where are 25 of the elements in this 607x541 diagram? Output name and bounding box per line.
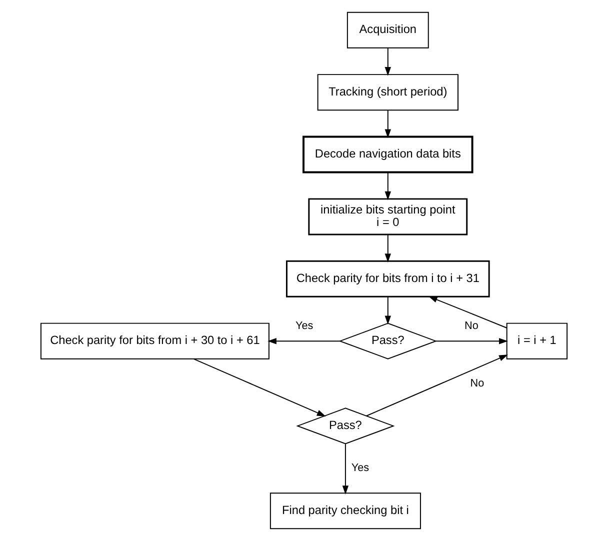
node-diamond: Pass?	[338, 322, 437, 360]
edge-label: No	[470, 377, 484, 390]
node-box: i = i + 1	[506, 322, 568, 360]
node-box: Find parity checking bit i	[269, 492, 420, 530]
node-diamond: Pass?	[296, 408, 394, 444]
node-box: Decode navigation data bits	[302, 136, 473, 174]
node-box: initialize bits starting point i = 0	[308, 198, 468, 236]
arrow	[384, 110, 391, 138]
arrow	[434, 338, 508, 344]
node-box: Tracking (short period)	[316, 74, 458, 111]
arrow	[384, 172, 391, 200]
arrow	[192, 358, 326, 416]
edge-label: Yes	[350, 462, 369, 474]
arrow	[384, 296, 391, 325]
node-box: Check parity for bits from i + 30 to i + 61	[40, 322, 269, 360]
edge-label: Yes	[294, 320, 313, 332]
node-box: Check parity for bits from i to i + 31	[285, 260, 490, 298]
edge-label: No	[464, 320, 478, 332]
arrow	[366, 354, 508, 416]
arrow	[384, 234, 391, 262]
arrow	[342, 444, 348, 494]
arrow	[428, 296, 507, 328]
arrow	[384, 48, 391, 76]
arrow	[267, 338, 340, 344]
node-box: Acquisition	[346, 12, 428, 48]
